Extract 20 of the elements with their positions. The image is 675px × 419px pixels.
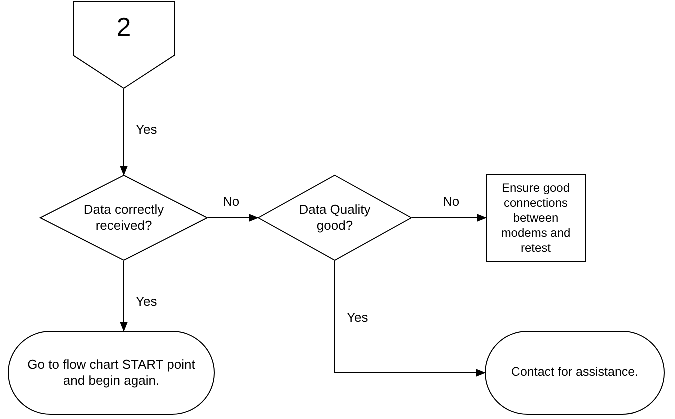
process-box [486, 174, 586, 262]
node-text: Ensure good connections between modems and retest [500, 180, 572, 256]
arrow [208, 214, 259, 222]
node-text: 2 [116, 11, 132, 44]
node-text: Data Quality good? [298, 202, 372, 234]
arrow [412, 214, 487, 222]
decision-diamond [258, 175, 412, 261]
arrow [334, 260, 486, 377]
arrow [120, 88, 128, 176]
off-page-connector [73, 1, 175, 89]
edge-label: No [442, 194, 461, 209]
edge-label: No [222, 194, 241, 209]
edge-label: Yes [135, 122, 158, 137]
node-text: Contact for assistance. [510, 365, 640, 381]
edge-label: Yes [346, 310, 370, 325]
edge-label: Yes [135, 294, 158, 309]
node-text: Data correctly received? [82, 202, 166, 234]
arrow [120, 260, 128, 332]
node-text: Go to flow chart START point and begin again. [26, 356, 196, 390]
decision-diamond [40, 175, 208, 261]
